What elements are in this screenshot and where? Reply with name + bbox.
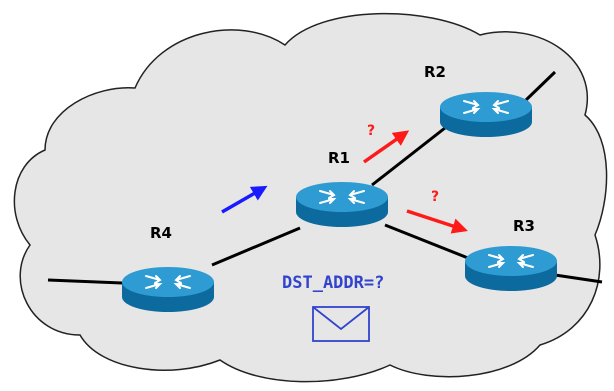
incoming-arrow <box>221 185 268 214</box>
link-r1-r3 <box>384 223 469 260</box>
link-r2-external <box>524 70 557 102</box>
router-label-r3: R3 <box>513 217 535 235</box>
router-label-r1: R1 <box>328 149 350 167</box>
link-r3-external <box>554 273 603 284</box>
router-arrows-icon <box>463 100 509 114</box>
envelope-icon <box>312 306 370 342</box>
router-arrows-icon <box>145 275 191 289</box>
router-r2[interactable] <box>440 92 532 137</box>
links <box>47 70 603 285</box>
router-r4[interactable] <box>122 267 214 312</box>
router-label-r2: R2 <box>424 63 446 81</box>
router-arrows-icon <box>488 254 534 268</box>
router-arrows-icon <box>319 190 365 204</box>
link-r4-r1 <box>211 226 301 267</box>
router-r1[interactable] <box>296 182 388 227</box>
question-mark-r2: ? <box>367 123 375 139</box>
forward-arrow-to-r3 <box>406 209 468 234</box>
question-mark-r3: ? <box>431 189 439 205</box>
link-r1-r2 <box>371 126 446 187</box>
router-r3[interactable] <box>465 246 557 291</box>
packet-destination-label: DST_ADDR=? <box>282 273 384 293</box>
link-external-left <box>47 278 123 285</box>
router-label-r4: R4 <box>150 224 172 242</box>
forward-arrow-to-r2 <box>362 130 410 164</box>
